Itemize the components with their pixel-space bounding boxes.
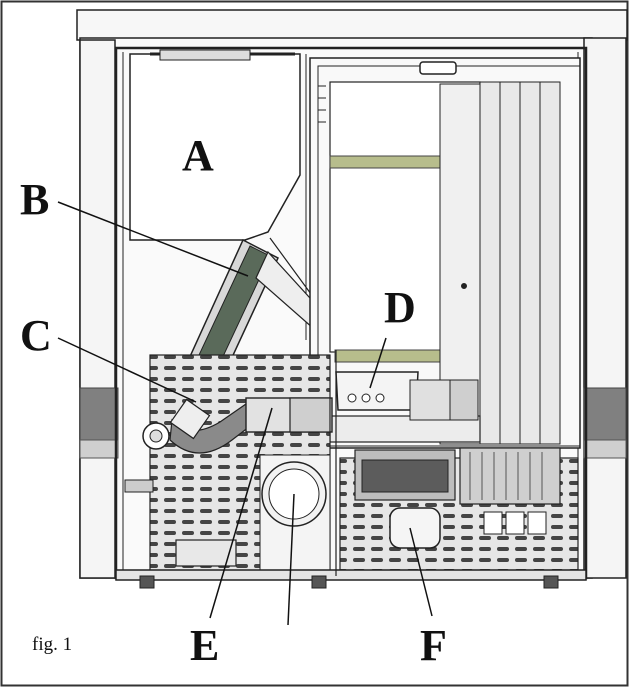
label-a: A xyxy=(182,131,214,180)
label-b: B xyxy=(20,175,49,224)
leader-e2 xyxy=(287,493,295,626)
right-band xyxy=(583,387,627,441)
stove-base xyxy=(115,350,587,589)
leader-d xyxy=(369,337,387,389)
fan-housing xyxy=(389,507,441,549)
leader-c xyxy=(57,337,197,403)
leader-f xyxy=(409,527,433,617)
lower-right-panel xyxy=(339,447,579,575)
label-f: F xyxy=(420,621,447,670)
label-c: C xyxy=(20,311,52,360)
ignition-pipe xyxy=(169,397,333,454)
left-band xyxy=(79,387,119,441)
burn-pot xyxy=(329,371,481,443)
firebox xyxy=(309,57,581,449)
leader-e xyxy=(209,407,273,619)
leader-lines xyxy=(57,201,433,626)
label-e: E xyxy=(190,621,219,670)
figure-caption: fig. 1 xyxy=(32,634,72,655)
label-d: D xyxy=(384,283,416,332)
hopper xyxy=(129,49,307,340)
leader-b xyxy=(57,201,249,277)
